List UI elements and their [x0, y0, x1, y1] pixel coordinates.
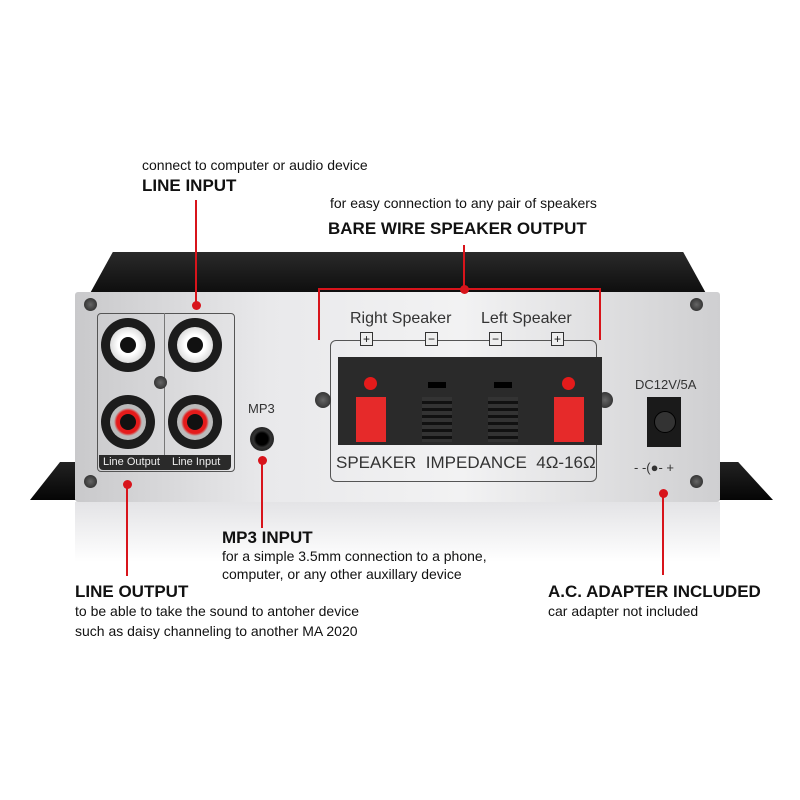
- line-input-label: Line Input: [172, 456, 221, 468]
- screw-icon: [154, 376, 167, 389]
- mp3-label: MP3: [248, 401, 275, 416]
- line-output-white-jack[interactable]: [101, 318, 155, 372]
- line-output-red-jack[interactable]: [101, 395, 155, 449]
- dc-label: DC12V/5A: [635, 377, 697, 392]
- line-input-desc: connect to computer or audio device: [142, 157, 368, 173]
- minus-icon: −: [489, 332, 503, 346]
- plus-icon: +: [360, 332, 374, 346]
- mp3-input-desc-1: for a simple 3.5mm connection to a phone…: [222, 548, 487, 564]
- right-plus-terminal[interactable]: [338, 357, 404, 445]
- polarity-icon: - -(●- +: [634, 460, 674, 475]
- line-output-desc-1: to be able to take the sound to antoher …: [75, 603, 360, 619]
- right-speaker-label: Right Speaker: [350, 310, 452, 327]
- plus-icon: +: [551, 332, 565, 346]
- ac-pointer: [662, 493, 664, 575]
- left-plus-terminal[interactable]: [536, 357, 602, 445]
- screw-icon: [84, 475, 97, 488]
- line-output-desc-2: such as daisy channeling to another MA 2…: [75, 623, 358, 639]
- line-input-red-jack[interactable]: [168, 395, 222, 449]
- speaker-output-desc: for easy connection to any pair of speak…: [330, 195, 597, 211]
- line-input-title: LINE INPUT: [142, 176, 237, 195]
- screw-icon: [315, 392, 331, 408]
- mp3-jack[interactable]: [250, 427, 274, 451]
- line-input-pointer: [195, 200, 197, 305]
- rca-label-strip: [99, 455, 231, 470]
- mp3-pointer: [261, 460, 263, 528]
- dc-power-jack[interactable]: [647, 397, 681, 447]
- speaker-bracket-left: [318, 288, 320, 340]
- amplifier-heatsink: [88, 252, 708, 297]
- impedance-label: SPEAKER IMPEDANCE 4Ω-16Ω: [336, 453, 596, 472]
- left-minus-terminal[interactable]: [470, 357, 536, 445]
- ac-adapter-title: A.C. ADAPTER INCLUDED: [548, 582, 761, 601]
- right-minus-terminal[interactable]: [404, 357, 470, 445]
- reflection: [75, 502, 720, 562]
- ac-adapter-desc: car adapter not included: [548, 603, 699, 619]
- screw-icon: [690, 298, 703, 311]
- line-output-pointer: [126, 484, 128, 576]
- left-foot: [30, 462, 80, 500]
- line-output-title: LINE OUTPUT: [75, 582, 189, 601]
- mp3-input-title: MP3 INPUT: [222, 528, 313, 547]
- divider: [164, 313, 165, 470]
- speaker-bracket-right: [599, 288, 601, 340]
- minus-icon: −: [425, 332, 439, 346]
- rca-block: [97, 313, 235, 472]
- pointer-dot: [192, 301, 201, 310]
- line-output-label: Line Output: [103, 456, 160, 468]
- right-foot: [715, 462, 773, 500]
- screw-icon: [84, 298, 97, 311]
- screw-icon: [690, 475, 703, 488]
- mp3-input-desc-2: computer, or any other auxillary device: [222, 566, 462, 582]
- left-speaker-label: Left Speaker: [481, 310, 572, 327]
- speaker-bracket: [318, 288, 601, 290]
- speaker-output-title: BARE WIRE SPEAKER OUTPUT: [328, 219, 587, 238]
- line-input-white-jack[interactable]: [168, 318, 222, 372]
- speaker-pointer: [463, 245, 465, 289]
